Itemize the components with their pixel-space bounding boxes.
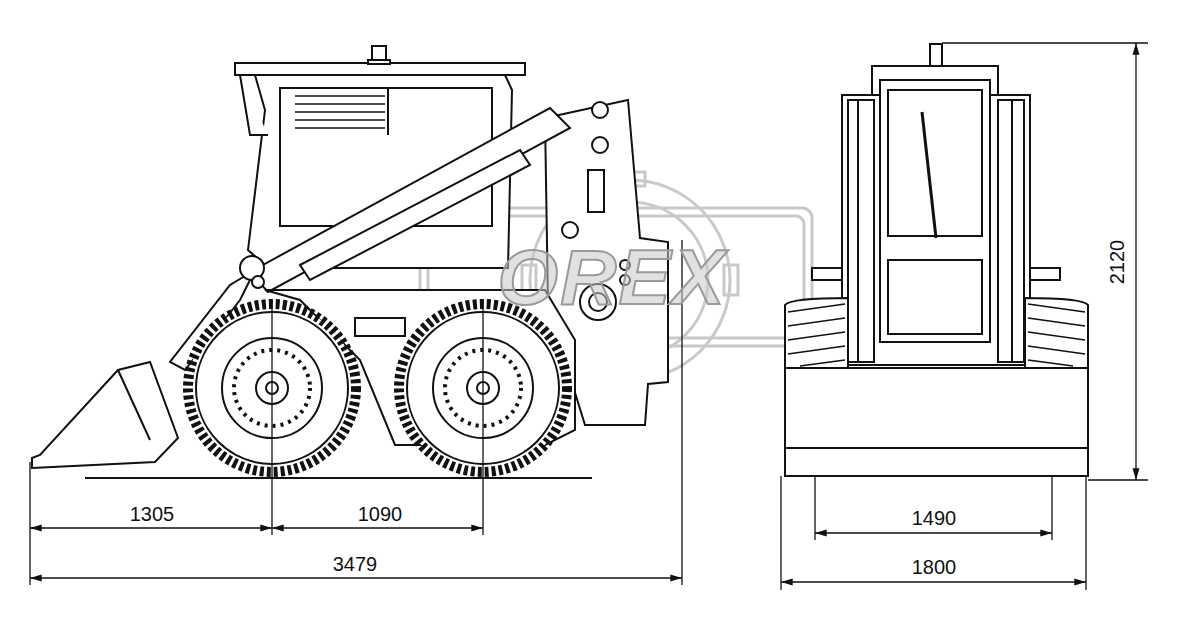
drawing-line — [880, 80, 990, 342]
drawing-line — [240, 75, 268, 135]
drawing-line — [368, 60, 390, 64]
drawing-line — [30, 527, 272, 528]
drawing-line — [32, 362, 178, 468]
drawing-line — [295, 96, 385, 128]
dimension-label: 3479 — [333, 554, 378, 574]
dimension-label: 1090 — [358, 504, 403, 524]
drawing-line — [295, 103, 385, 105]
drawing-line — [888, 260, 982, 334]
drawing-line — [785, 475, 1088, 477]
drawing-line — [998, 100, 1024, 362]
drawing-line — [922, 112, 936, 238]
drawing-line — [1030, 268, 1060, 280]
drawing-line — [785, 368, 1088, 448]
dimension-label: 2120 — [1107, 240, 1127, 285]
drawing-line — [271, 300, 272, 535]
drawing-line — [1085, 476, 1086, 590]
drawing-line — [814, 476, 815, 540]
drawing-line — [781, 581, 1086, 582]
drawing-line — [815, 532, 1052, 533]
drawing-line — [272, 527, 483, 528]
drawing-line — [295, 111, 385, 113]
drawing-line — [1051, 476, 1052, 540]
drawing-line — [592, 137, 608, 153]
drawing-line — [30, 577, 682, 578]
drawing-line — [812, 268, 842, 280]
drawing-line — [785, 448, 1088, 476]
drawing-line — [857, 100, 859, 362]
drawing-line — [588, 170, 604, 212]
drawing-line — [1088, 479, 1148, 480]
drawing-line — [355, 318, 405, 336]
drawing-line — [295, 95, 385, 97]
drawing-line — [562, 222, 578, 238]
drawing-line — [930, 44, 942, 66]
drawing-line — [252, 276, 264, 288]
drawing-line — [888, 90, 982, 236]
drawing-line — [785, 298, 848, 368]
drawing-line — [387, 88, 389, 135]
drawing-line — [1135, 43, 1136, 480]
drawing-line — [788, 304, 845, 366]
drawing-line — [1011, 100, 1013, 362]
drawing-line — [300, 150, 530, 280]
drawing-line — [592, 102, 608, 118]
dimension-lines — [30, 43, 1148, 590]
dimension-label: 1305 — [130, 504, 175, 524]
front-view — [785, 44, 1088, 476]
drawing-line — [1025, 298, 1088, 368]
drawing-line — [29, 462, 30, 585]
drawing-line — [942, 42, 1148, 43]
drawing-line — [1028, 304, 1085, 366]
dimension-label: 1800 — [912, 557, 957, 577]
drawing-line — [780, 476, 781, 590]
drawing-line — [295, 119, 385, 121]
watermark: OREX — [497, 238, 726, 316]
drawing-line — [118, 370, 150, 440]
dimension-label: 1490 — [912, 508, 957, 528]
drawing-line — [788, 304, 1085, 366]
drawing-line — [482, 300, 483, 535]
drawing-line — [295, 127, 385, 129]
drawing-line — [85, 477, 592, 479]
drawing-line — [848, 100, 874, 362]
